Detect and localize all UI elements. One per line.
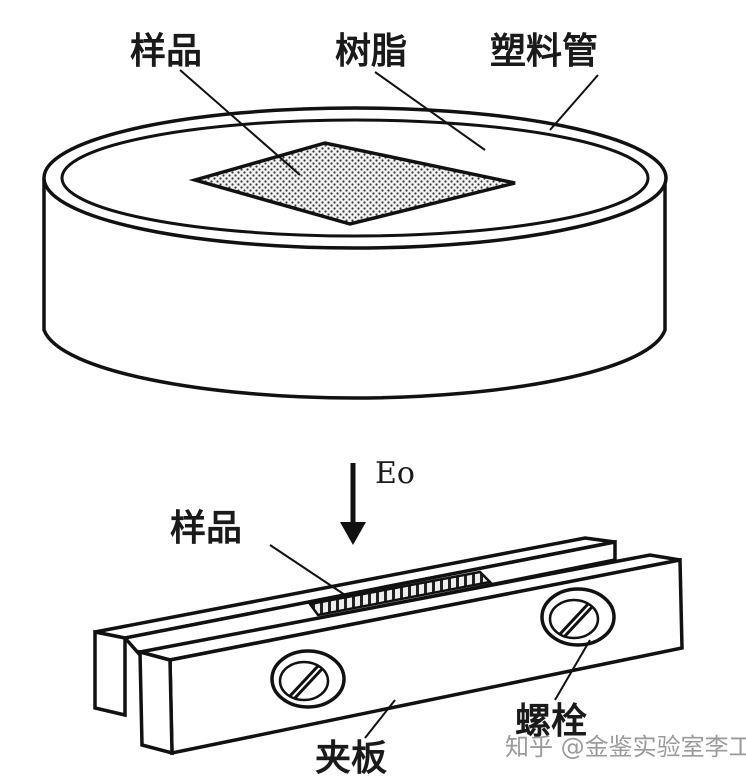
label-resin: 树脂 bbox=[335, 30, 407, 72]
leader-resin bbox=[374, 71, 486, 151]
label-bolt: 螺栓 bbox=[515, 700, 587, 742]
clamp-assembly bbox=[93, 536, 684, 756]
leader-sample-top bbox=[179, 69, 301, 176]
label-sample-top: 样品 bbox=[130, 30, 202, 72]
leader-plastic-tube bbox=[549, 74, 599, 131]
label-plastic-tube: 塑料管 bbox=[490, 30, 598, 72]
leader-sample-bottom bbox=[269, 544, 346, 596]
clamped-sample bbox=[307, 570, 493, 617]
label-clamp-plate: 夹板 bbox=[315, 737, 387, 779]
watermark: 知乎 @金鉴实验室李工 bbox=[505, 733, 746, 761]
resin-puck bbox=[42, 106, 668, 400]
label-direction: Eo bbox=[375, 456, 415, 491]
bolt-right bbox=[540, 587, 616, 647]
label-sample-bottom: 样品 bbox=[170, 507, 242, 549]
embedded-sample bbox=[188, 141, 516, 226]
bolt-left bbox=[270, 649, 346, 709]
direction-arrow bbox=[340, 463, 366, 545]
leader-clamp-plate bbox=[364, 699, 396, 739]
leader-bolt bbox=[554, 639, 591, 701]
